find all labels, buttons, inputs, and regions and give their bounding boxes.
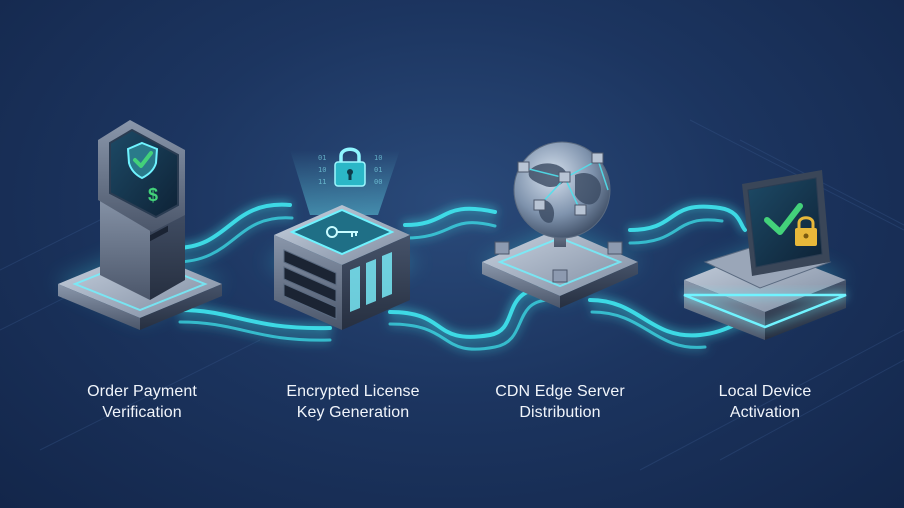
svg-text:$: $ — [148, 185, 158, 205]
stage-label-line: Distribution — [519, 404, 601, 421]
stage-label-line: Key Generation — [296, 404, 410, 421]
connector-ribbons — [173, 202, 762, 351]
stage-label-line: CDN Edge Server — [495, 383, 625, 400]
svg-text:01: 01 — [318, 154, 326, 162]
stage-label-line: Verification — [102, 404, 182, 421]
stage-label-local-device-activation: Local Device Activation — [670, 381, 860, 423]
svg-text:11: 11 — [318, 178, 326, 186]
stage-label-line: Activation — [729, 404, 801, 421]
connector-1-2 — [173, 202, 332, 342]
svg-text:01: 01 — [374, 166, 382, 174]
payment-kiosk-icon: $ — [55, 120, 225, 330]
svg-text:10: 10 — [318, 166, 326, 174]
connector-2-3 — [388, 206, 550, 351]
stage-label-line: Encrypted License — [286, 383, 420, 400]
stage-label-encrypted-license-key-generation: Encrypted License Key Generation — [258, 381, 448, 423]
server-lock-key-icon: 01 10 11 10 01 00 — [265, 147, 420, 330]
laptop-check-icon — [682, 170, 848, 340]
padlock-icon — [334, 147, 366, 187]
svg-text:10: 10 — [374, 154, 382, 162]
stage-label-line: Order Payment — [87, 383, 197, 400]
stage-label-order-payment-verification: Order Payment Verification — [47, 381, 237, 423]
stage-label-cdn-edge-server-distribution: CDN Edge Server Distribution — [465, 381, 655, 423]
stage-label-line: Local Device — [718, 383, 812, 400]
globe-network-icon — [478, 141, 642, 308]
lock-icon — [795, 216, 817, 246]
svg-text:00: 00 — [374, 178, 382, 186]
